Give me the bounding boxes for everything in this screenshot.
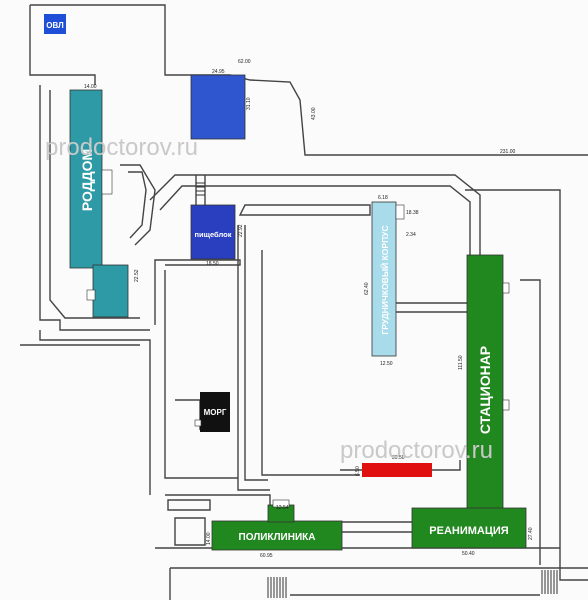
- pischeblok-label: пищеблок: [195, 230, 232, 239]
- dim-31: 31.10: [246, 97, 252, 110]
- hatch-bottom-center: [267, 577, 287, 598]
- ovl-label: ОВЛ: [46, 21, 64, 30]
- dim-1400b: 14.00: [206, 532, 212, 545]
- west-inner-road: [49, 90, 140, 319]
- reanimatsiya-rect: [411, 507, 527, 549]
- bottom-lot-1: [167, 499, 211, 511]
- poliklinika-rect: [211, 520, 343, 551]
- bottom-road-1: [165, 494, 271, 505]
- inner-lane: [261, 250, 360, 476]
- statsionar-porch-2: [502, 399, 510, 411]
- west-boundary-road: [39, 85, 150, 331]
- reanimatsiya-building: РЕАНИМАЦИЯ: [411, 507, 527, 549]
- statsionar-building: СТАЦИОНАР: [466, 254, 510, 511]
- red-building: [362, 463, 432, 477]
- morg-label: МОРГ: [204, 408, 227, 417]
- morg-rect: [200, 392, 230, 432]
- roddom-annex: [101, 169, 113, 195]
- north-connector-inner: [159, 185, 471, 255]
- roddom-main: [69, 89, 103, 269]
- dim-650: 6.50: [355, 466, 361, 476]
- west-lower-road: [39, 330, 151, 495]
- dim-62: 62.00: [238, 59, 251, 65]
- grud-annex: [395, 204, 405, 220]
- roddom-drive-inner: [128, 171, 147, 239]
- inner-block-west-outer: [237, 225, 270, 491]
- dimension-labels: 62.00 24.95 31.10 43.00 231.00 14.00 22.…: [84, 59, 534, 559]
- dim-5040: 50.40: [462, 551, 475, 557]
- dim-6095: 60.95: [260, 553, 273, 559]
- dim-1850: 18.50: [206, 261, 219, 267]
- hatch-bottom-right: [541, 570, 558, 594]
- roddom-building: РОДДОМ: [69, 89, 129, 318]
- stair-hatches: [196, 182, 558, 598]
- roddom-label: РОДДОМ: [79, 149, 95, 211]
- east-road-outer: [465, 189, 588, 581]
- ovl-boundary: [29, 5, 96, 85]
- watermark-top: prodoctorov.ru: [45, 134, 198, 161]
- morg-building: МОРГ: [194, 392, 230, 432]
- hatch-top: [196, 182, 205, 196]
- roddom-wing: [92, 264, 129, 318]
- dim-24: 24.95: [212, 69, 225, 75]
- statsionar-rect: [466, 254, 504, 511]
- ovl-building: [44, 14, 66, 34]
- dim-234: 2.34: [406, 232, 416, 238]
- morg-porch: [194, 419, 202, 427]
- watermark-bottom: prodoctorov.ru: [340, 437, 493, 464]
- poliklinika-building: ПОЛИКЛИНИКА: [211, 499, 343, 551]
- dim-3050: 30.50: [392, 455, 405, 461]
- bottom-lot-2: [174, 517, 206, 546]
- dim-1254: 12.54: [276, 505, 289, 511]
- dim-1250: 12.50: [380, 361, 393, 367]
- grudnichkovy-building: ГРУДНИЧКОВЫЙ КОРПУС: [371, 201, 405, 357]
- dim-1838: 18.38: [406, 210, 419, 216]
- inner-block-top: [238, 204, 371, 216]
- road-outlines: [20, 4, 588, 600]
- east-road-inner: [520, 279, 541, 565]
- dim-22: 22.52: [134, 269, 140, 282]
- dim-6240: 62.40: [364, 282, 370, 295]
- pischeblok-building: пищеблок: [190, 204, 236, 260]
- dim-11150: 111.50: [458, 355, 464, 370]
- dim-618: 6.18: [378, 195, 388, 201]
- reanimatsiya-label: РЕАНИМАЦИЯ: [429, 525, 509, 537]
- dim-231: 231.00: [500, 149, 516, 155]
- roddom-porch: [86, 289, 96, 301]
- poliklinika-porch: [272, 499, 290, 508]
- statsionar-porch-1: [502, 282, 510, 294]
- pischeblok-rect: [190, 204, 236, 260]
- dim-2292: 22.92: [238, 224, 244, 237]
- statsionar-label: СТАЦИОНАР: [477, 346, 493, 434]
- dim-43: 43.00: [311, 107, 317, 120]
- dim-14: 14.00: [84, 84, 97, 90]
- grud-rect: [371, 201, 397, 357]
- north-connector-outer: [149, 174, 481, 255]
- upper-blue-building: [190, 74, 246, 140]
- inner-block-west: [244, 225, 268, 481]
- dim-2740: 27.40: [528, 527, 534, 540]
- north-boundary-road: [30, 4, 588, 156]
- roddom-drive: [120, 164, 156, 246]
- mid-block-top: [154, 259, 241, 325]
- poliklinika-label: ПОЛИКЛИНИКА: [239, 532, 316, 543]
- mid-block-west: [164, 270, 238, 479]
- grud-label: ГРУДНИЧКОВЫЙ КОРПУС: [379, 225, 390, 334]
